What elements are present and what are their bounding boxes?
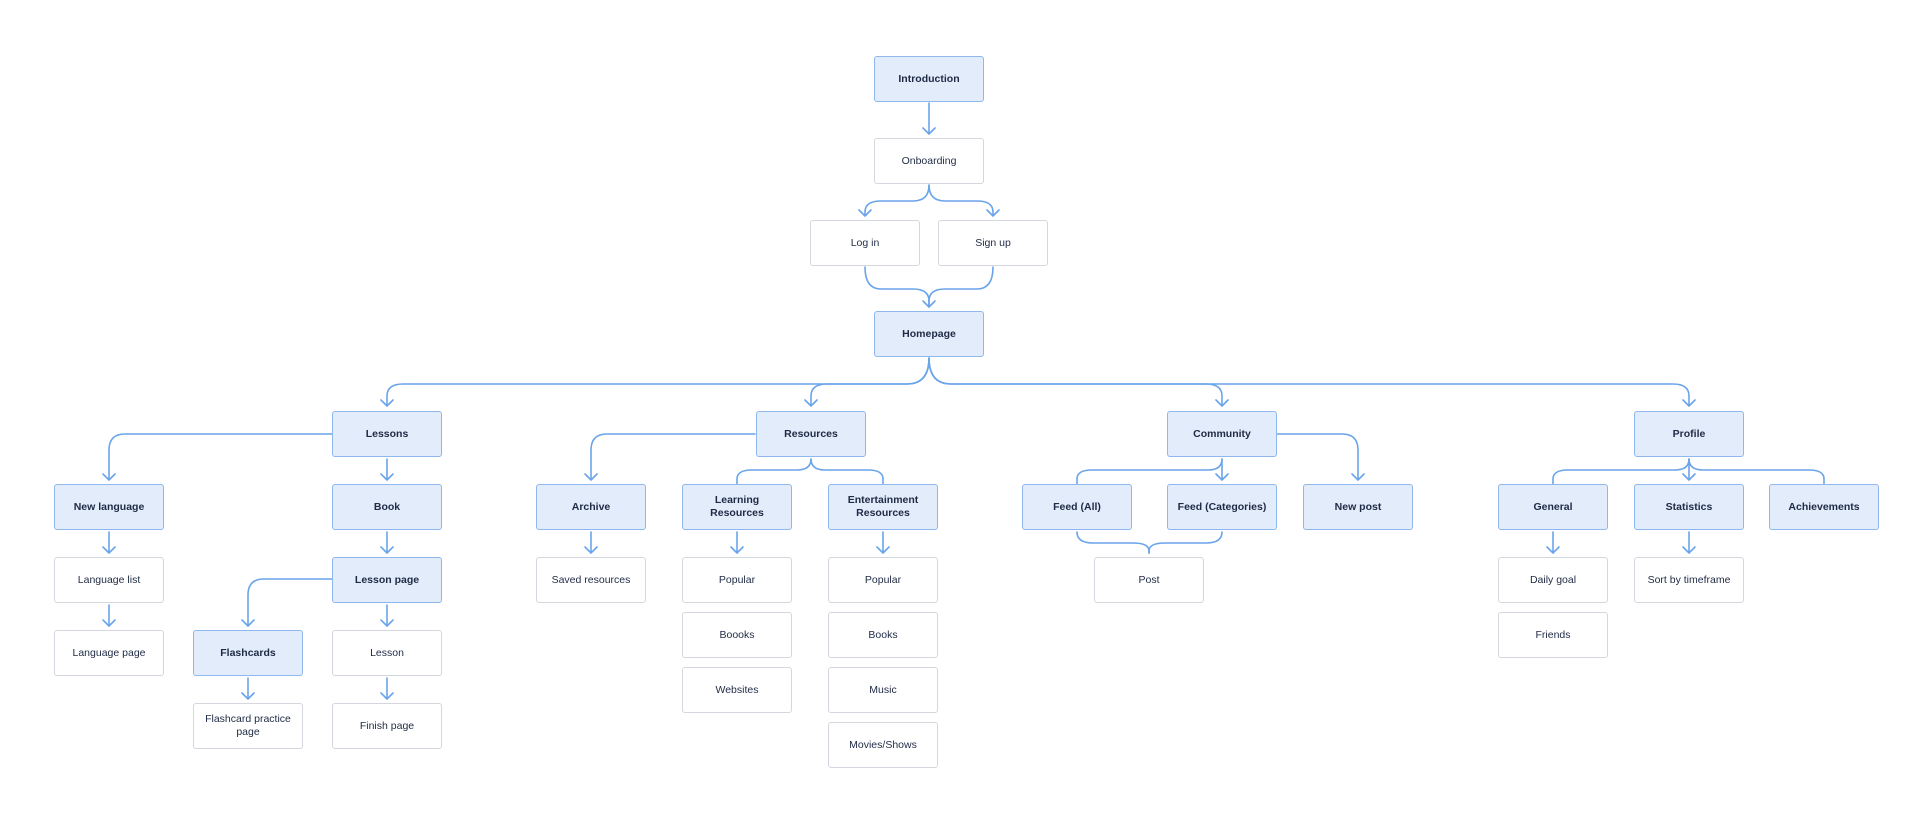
node-log-in: Log in: [810, 220, 920, 266]
node-homepage: Homepage: [874, 311, 984, 357]
connector-archive-saved: [584, 531, 598, 554]
node-resources: Resources: [756, 411, 866, 457]
node-learning-websites: Websites: [682, 667, 792, 713]
connector-community-feedall: [1076, 458, 1223, 485]
node-community: Community: [1167, 411, 1277, 457]
connector-homepage-resources: [804, 357, 930, 407]
node-learning-resources: Learning Resources: [682, 484, 792, 530]
node-entertainment-movies-shows: Movies/Shows: [828, 722, 938, 768]
connector-community-feedcategories: [1215, 458, 1229, 481]
connector-statistics-sort: [1682, 531, 1696, 554]
connector-learning-popular: [730, 531, 744, 554]
connector-languagelist-languagepage: [102, 604, 116, 627]
connector-resources-archive: [584, 433, 756, 481]
connector-lessons-book: [380, 458, 394, 481]
node-new-language: New language: [54, 484, 164, 530]
node-sort-by-timeframe: Sort by timeframe: [1634, 557, 1744, 603]
node-profile: Profile: [1634, 411, 1744, 457]
node-sign-up: Sign up: [938, 220, 1048, 266]
node-language-page: Language page: [54, 630, 164, 676]
connector-book-lessonpage: [380, 531, 394, 554]
connector-entertainment-popular: [876, 531, 890, 554]
connector-homepage-community: [928, 357, 1229, 407]
node-entertainment-music: Music: [828, 667, 938, 713]
connector-lessons-newlanguage: [102, 433, 333, 481]
connector-lessonpage-flashcards: [241, 578, 333, 627]
connector-lesson-finish: [380, 677, 394, 700]
connector-homepage-lessons: [380, 357, 930, 407]
node-lessons: Lessons: [332, 411, 442, 457]
node-friends: Friends: [1498, 612, 1608, 658]
node-onboarding: Onboarding: [874, 138, 984, 184]
connector-onboarding-signup: [928, 184, 1000, 217]
node-entertainment-resources: Entertainment Resources: [828, 484, 938, 530]
connector-lessonpage-lesson: [380, 604, 394, 627]
node-learning-books: Boooks: [682, 612, 792, 658]
node-entertainment-books: Books: [828, 612, 938, 658]
node-language-list: Language list: [54, 557, 164, 603]
connector-profile-general: [1552, 458, 1690, 485]
connector-flashcards-practice: [241, 677, 255, 700]
node-lesson-page: Lesson page: [332, 557, 442, 603]
node-new-post: New post: [1303, 484, 1413, 530]
node-feed-categories: Feed (Categories): [1167, 484, 1277, 530]
node-general: General: [1498, 484, 1608, 530]
node-flashcards: Flashcards: [193, 630, 303, 676]
connector-profile-achievements: [1688, 458, 1825, 485]
connector-resources-entertainment: [810, 458, 884, 485]
connector-signup-homepage: [922, 266, 994, 308]
node-flashcard-practice-page: Flashcard practice page: [193, 703, 303, 749]
connector-resources-learning: [736, 458, 812, 485]
connector-onboarding-login: [858, 184, 930, 217]
node-statistics: Statistics: [1634, 484, 1744, 530]
connector-login-homepage: [864, 266, 930, 308]
node-lesson: Lesson: [332, 630, 442, 676]
node-feed-all: Feed (All): [1022, 484, 1132, 530]
node-entertainment-popular: Popular: [828, 557, 938, 603]
node-learning-popular: Popular: [682, 557, 792, 603]
node-archive: Archive: [536, 484, 646, 530]
connector-introduction-onboarding: [922, 102, 936, 135]
connector-feedcategories-post: [1148, 531, 1223, 554]
node-saved-resources: Saved resources: [536, 557, 646, 603]
connector-feedall-post: [1076, 531, 1150, 554]
connector-homepage-profile: [928, 357, 1696, 407]
connector-community-newpost: [1276, 433, 1365, 481]
node-finish-page: Finish page: [332, 703, 442, 749]
node-daily-goal: Daily goal: [1498, 557, 1608, 603]
node-achievements: Achievements: [1769, 484, 1879, 530]
node-post: Post: [1094, 557, 1204, 603]
node-book: Book: [332, 484, 442, 530]
connector-newlanguage-languagelist: [102, 531, 116, 554]
node-introduction: Introduction: [874, 56, 984, 102]
connector-general-dailygoal: [1546, 531, 1560, 554]
